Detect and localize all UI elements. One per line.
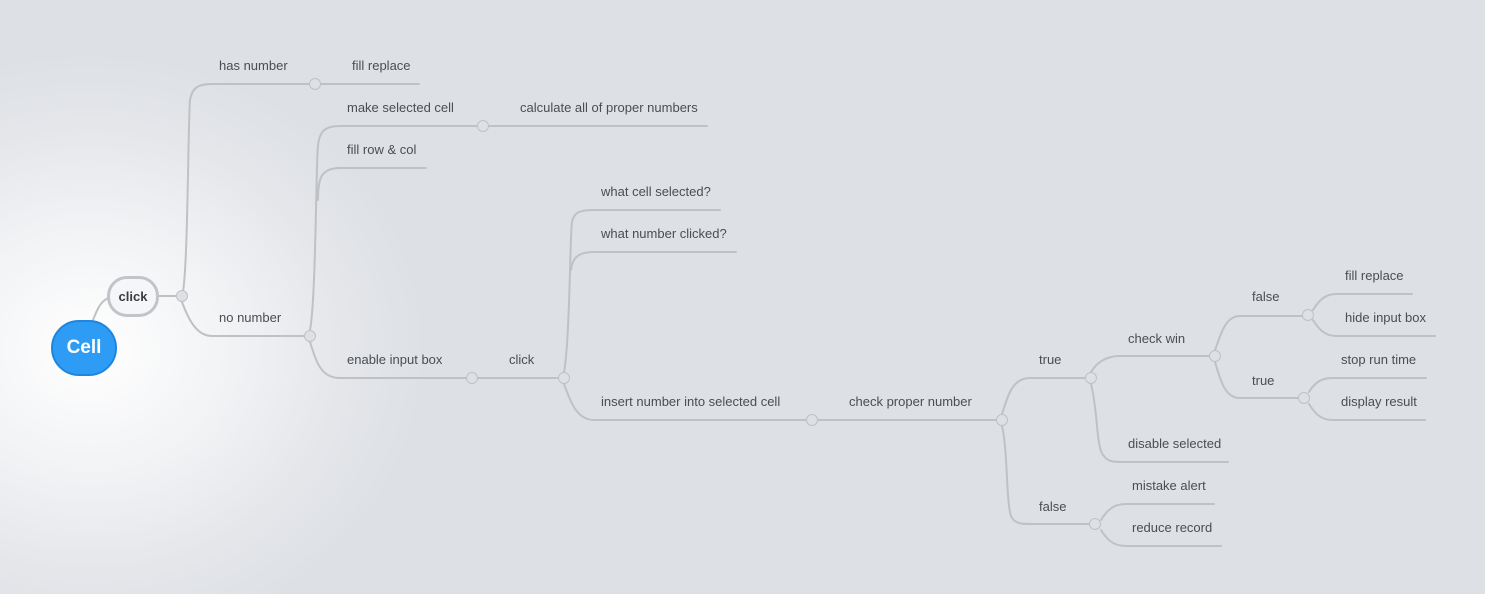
topic-hide-input-box[interactable]: hide input box — [1345, 310, 1426, 325]
topic-reduce-record[interactable]: reduce record — [1132, 520, 1213, 535]
topic-mistake-alert[interactable]: mistake alert — [1132, 478, 1206, 493]
collapse-toggle-make-selected-cell[interactable] — [477, 120, 489, 132]
topic-true[interactable]: true — [1039, 352, 1062, 367]
topic-what-cell-selected[interactable]: what cell selected? — [601, 184, 711, 199]
topic-fill-row-col[interactable]: fill row & col — [347, 142, 417, 157]
topic-stop-run-time[interactable]: stop run time — [1341, 352, 1417, 367]
topic-calculate-proper-numbers[interactable]: calculate all of proper numbers — [520, 100, 698, 115]
topic-win-true[interactable]: true — [1252, 373, 1275, 388]
topic-fill-replace-2[interactable]: fill replace — [1345, 268, 1404, 283]
topic-no-number[interactable]: no number — [219, 310, 282, 325]
topic-display-result[interactable]: display result — [1341, 394, 1417, 409]
collapse-toggle-true[interactable] — [1085, 372, 1097, 384]
collapse-toggle-no-number[interactable] — [304, 330, 316, 342]
collapse-toggle-enable-input-box[interactable] — [466, 372, 478, 384]
topic-insert-number[interactable]: insert number into selected cell — [601, 394, 781, 409]
topic-disable-selected[interactable]: disable selected — [1128, 436, 1222, 451]
topic-fill-replace[interactable]: fill replace — [352, 58, 411, 73]
subtopic-label: click — [118, 289, 148, 304]
topic-enable-input-box[interactable]: enable input box — [347, 352, 443, 367]
topic-click[interactable]: click — [509, 352, 535, 367]
collapse-toggle-check-proper-number[interactable] — [996, 414, 1008, 426]
topic-check-proper-number[interactable]: check proper number — [849, 394, 972, 409]
topic-what-number-clicked[interactable]: what number clicked? — [601, 226, 727, 241]
collapse-toggle-insert-number[interactable] — [806, 414, 818, 426]
topic-has-number[interactable]: has number — [219, 58, 288, 73]
collapse-toggle-win-true[interactable] — [1298, 392, 1310, 404]
root-topic-cell[interactable]: Cell — [51, 320, 117, 376]
subtopic-click[interactable]: click — [107, 276, 159, 317]
root-topic-label: Cell — [66, 337, 102, 358]
topic-check-win[interactable]: check win — [1128, 331, 1186, 346]
collapse-toggle-false[interactable] — [1089, 518, 1101, 530]
collapse-toggle-win-false[interactable] — [1302, 309, 1314, 321]
collapse-toggle-check-win[interactable] — [1209, 350, 1221, 362]
topic-make-selected-cell[interactable]: make selected cell — [347, 100, 454, 115]
topic-false[interactable]: false — [1039, 499, 1067, 514]
topic-win-false[interactable]: false — [1252, 289, 1280, 304]
collapse-toggle-has-number[interactable] — [309, 78, 321, 90]
collapse-toggle-click[interactable] — [176, 290, 188, 302]
collapse-toggle-click-2[interactable] — [558, 372, 570, 384]
